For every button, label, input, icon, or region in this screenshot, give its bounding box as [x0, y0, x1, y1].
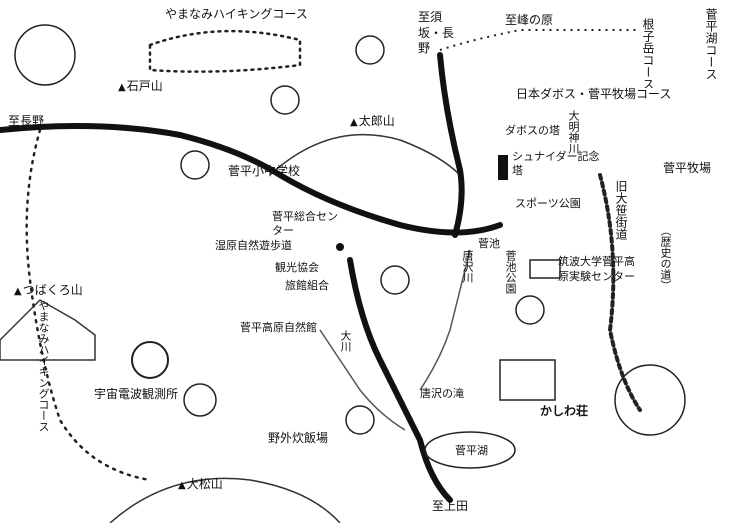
label-sugadairako-course: 菅平湖コース	[704, 8, 718, 80]
label-school: 菅平小中学校	[228, 164, 301, 178]
history-road-trail	[598, 173, 642, 412]
label-kaminetake-course: 根子岳コース	[641, 18, 655, 90]
dabos-course-trail	[439, 29, 640, 51]
child-doodle-1	[270, 85, 300, 115]
river-karasawa	[419, 249, 471, 391]
child-doodle-3	[380, 265, 410, 295]
kashiwa-building	[499, 359, 556, 401]
label-dest-ueda: 至上田	[432, 499, 469, 513]
label-daimyo: 大明神川	[567, 110, 580, 154]
road-to-suzaka	[437, 52, 465, 238]
label-tsukuba: 筑波大学菅平高原実験センター	[558, 255, 635, 283]
child-doodle-5	[345, 405, 375, 435]
child-doodle-4	[183, 383, 217, 417]
label-sugaike: 菅池	[478, 237, 500, 250]
label-center: 菅平総合センター	[272, 210, 338, 238]
label-trail-left: やまなみハイキングコース	[37, 300, 50, 432]
mountain-tarou	[269, 134, 461, 176]
label-ogawa: 大川	[339, 330, 352, 352]
rabbit-doodle	[614, 364, 686, 436]
label-camp-kitchen: 野外炊飯場	[268, 431, 329, 445]
label-history-road: （歴史の道）	[659, 225, 672, 291]
child-doodle-2	[180, 150, 210, 180]
hiking-trail-left	[25, 128, 152, 482]
label-ranch: 菅平牧場	[663, 161, 712, 175]
label-sports-park: スポーツ公園	[515, 197, 581, 210]
label-tarou: 太郎山	[350, 115, 395, 128]
label-old-highway: 旧大笹街道	[614, 180, 628, 240]
radio-dish	[131, 341, 169, 379]
schneider-tower	[498, 155, 508, 180]
label-karasawa: 唐沢川	[461, 250, 474, 283]
label-omatsu: 大松山	[178, 478, 223, 491]
squirrel-doodle	[14, 24, 76, 86]
label-dabos-course: 日本ダボス・菅平牧場コース	[515, 87, 673, 101]
label-schneider: シュナイダー記念塔	[512, 150, 600, 178]
center-marker	[336, 243, 344, 251]
label-marsh-trail: 湿原自然遊歩道	[215, 239, 292, 252]
road-to-ueda	[347, 257, 453, 503]
label-sugaike-park: 菅池公園	[504, 250, 517, 294]
mountain-omatsu	[109, 477, 341, 523]
label-tsubakuro: つばくろ山	[14, 284, 83, 297]
label-lake: 菅平湖	[455, 444, 488, 457]
label-dabos-tower: ダボスの塔	[505, 124, 560, 137]
label-trail-top: やまなみハイキングコース	[165, 7, 308, 21]
label-tourism: 観光協会	[275, 261, 319, 274]
tsukuba-building	[529, 259, 561, 279]
label-kashiwa: かしわ荘	[540, 404, 589, 418]
child-doodle-6	[515, 295, 545, 325]
flyer-doodle	[355, 35, 385, 65]
label-ishido: 石戸山	[118, 80, 163, 93]
river-ogawa	[319, 329, 406, 431]
label-ryokan: 旅館組合	[285, 279, 329, 292]
label-dest-nagano: 至長野	[8, 114, 45, 128]
label-dest-suzaka: 至須坂・長野	[418, 10, 455, 56]
mountain-tsubakuro	[0, 299, 96, 361]
hiking-trail-top	[148, 29, 302, 73]
label-nature-hall: 菅平高原自然館	[240, 321, 317, 334]
label-karasawa-falls: 唐沢の滝	[420, 387, 464, 400]
label-dest-minenohara: 至峰の原	[505, 13, 554, 27]
label-radio-obs: 宇宙電波観測所	[94, 387, 179, 401]
road-to-nagano	[0, 123, 503, 236]
sugadaira-lake	[424, 431, 516, 469]
